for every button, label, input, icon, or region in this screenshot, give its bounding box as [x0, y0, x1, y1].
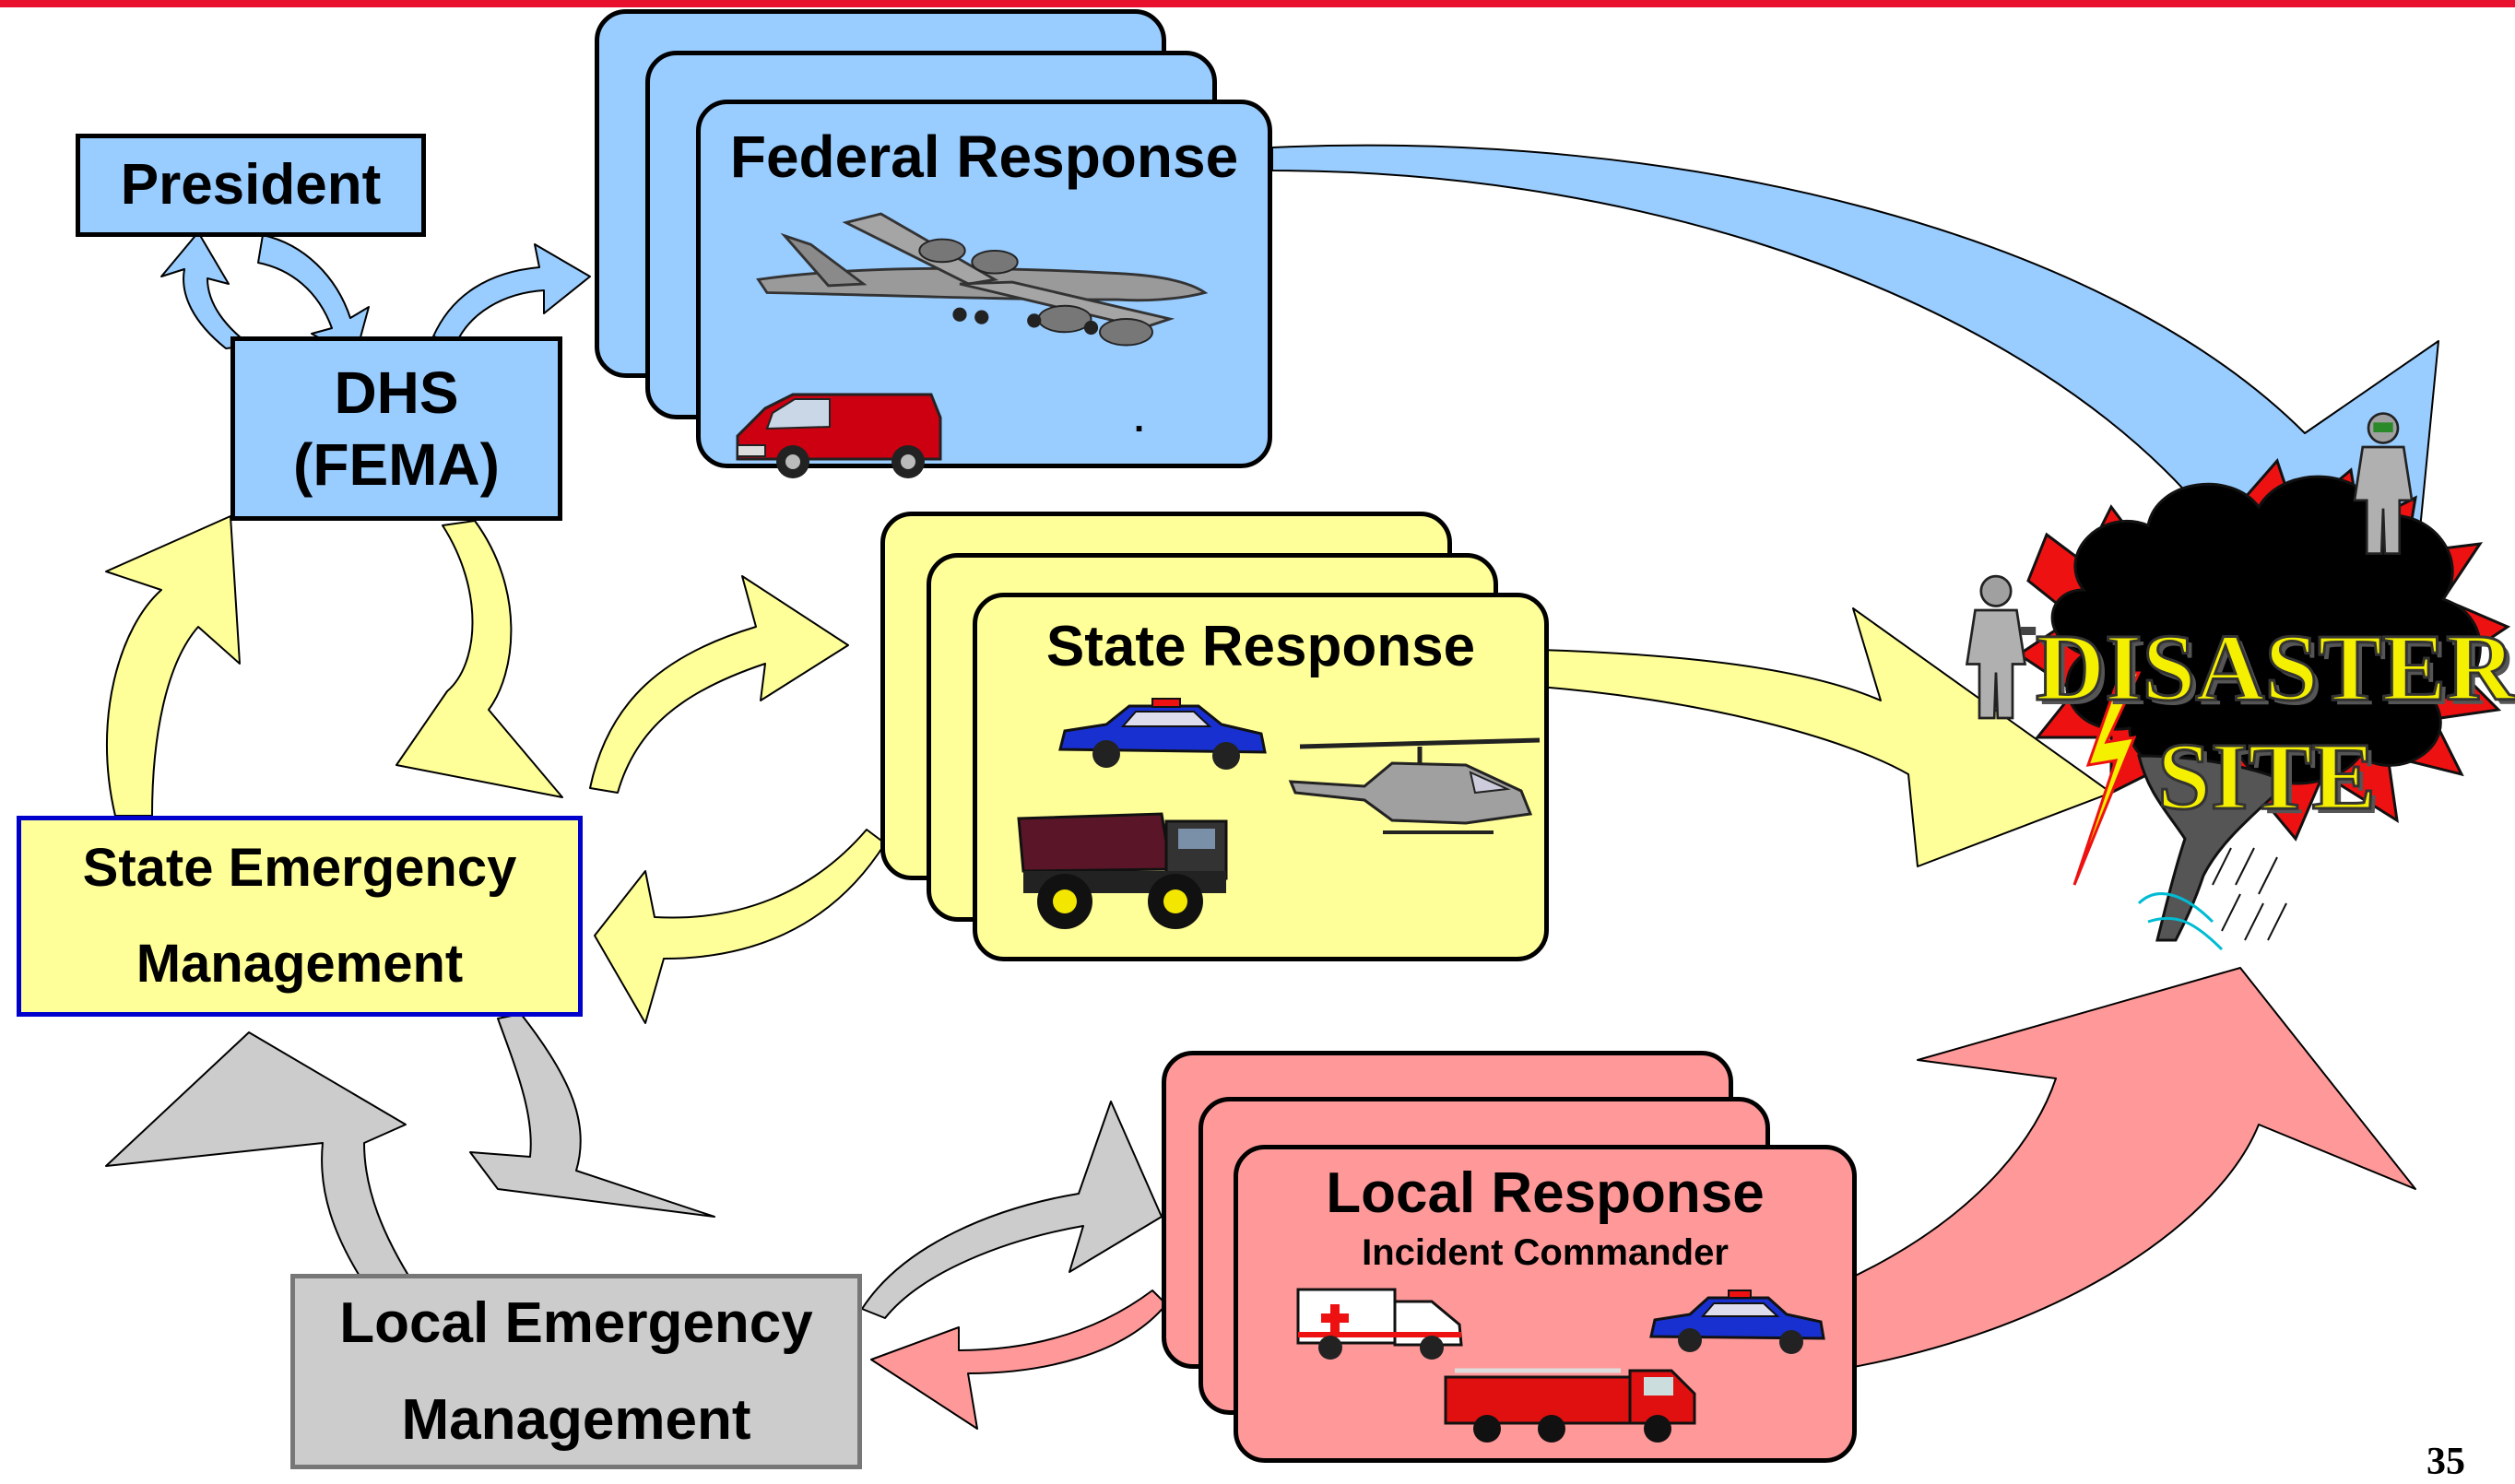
- lightning-icon: [2072, 671, 2142, 886]
- local-emergency-management-box: Local Emergency Management: [290, 1274, 862, 1469]
- ambulance-icon: [1296, 1288, 1463, 1360]
- arrow-state-to-dhs: [105, 515, 241, 817]
- state-emergency-management-box: State Emergency Management: [17, 816, 583, 1017]
- fema-label: (FEMA): [293, 431, 500, 498]
- dump-truck-icon: [1017, 812, 1228, 929]
- disaster-site-graphic: [2016, 458, 2511, 951]
- arrow-local-to-disaster: [1843, 967, 2416, 1370]
- helicopter-icon: [1288, 737, 1541, 834]
- arrow-state-em-to-state-response: [589, 575, 849, 794]
- incident-commander-label: Incident Commander: [1362, 1232, 1729, 1273]
- arrow-state-to-local: [469, 1013, 715, 1218]
- local-em-line2: Management: [401, 1388, 751, 1452]
- arrow-local-response-to-local-em: [870, 1290, 1167, 1430]
- cargo-plane-icon: [756, 212, 1209, 347]
- federal-dot: .: [1134, 399, 1145, 440]
- disaster-label: DISASTER: [2034, 614, 2515, 723]
- hazmat-worker-icon: [1965, 574, 2037, 720]
- police-car-icon-local: [1649, 1290, 1825, 1354]
- page-number: 35: [2426, 1441, 2465, 1483]
- state-em-line2: Management: [136, 934, 464, 994]
- state-em-line1: State Emergency: [82, 837, 517, 898]
- arrow-local-em-to-local-response: [861, 1101, 1163, 1319]
- local-em-line1: Local Emergency: [339, 1290, 813, 1355]
- dhs-fema-box: DHS (FEMA): [230, 336, 562, 521]
- top-rule: [0, 0, 2515, 7]
- site-label: SITE: [2155, 723, 2377, 831]
- federal-response-title: Federal Response: [729, 124, 1239, 190]
- president-label: President: [120, 153, 382, 218]
- arrow-state-response-to-state-em: [594, 829, 886, 1024]
- arrow-dhs-to-president: [160, 231, 252, 349]
- dhs-label: DHS: [334, 359, 459, 426]
- local-response-title: Local Response: [1326, 1161, 1765, 1225]
- state-response-title: State Response: [1045, 615, 1476, 678]
- arrow-local-to-state: [105, 1031, 416, 1291]
- federal-response-card: Federal Response .: [696, 100, 1272, 478]
- president-box: President: [76, 134, 426, 237]
- fire-truck-icon: [1444, 1368, 1696, 1443]
- van-icon: [736, 393, 942, 478]
- police-car-icon: [1058, 698, 1267, 770]
- local-response-card: Local Response Incident Commander: [1234, 1145, 1857, 1463]
- state-response-card: State Response: [973, 593, 1549, 961]
- hazmat-worker-icon-2: [2353, 412, 2414, 555]
- arrow-dhs-to-state: [396, 520, 563, 798]
- arrow-dhs-to-federal: [432, 243, 591, 344]
